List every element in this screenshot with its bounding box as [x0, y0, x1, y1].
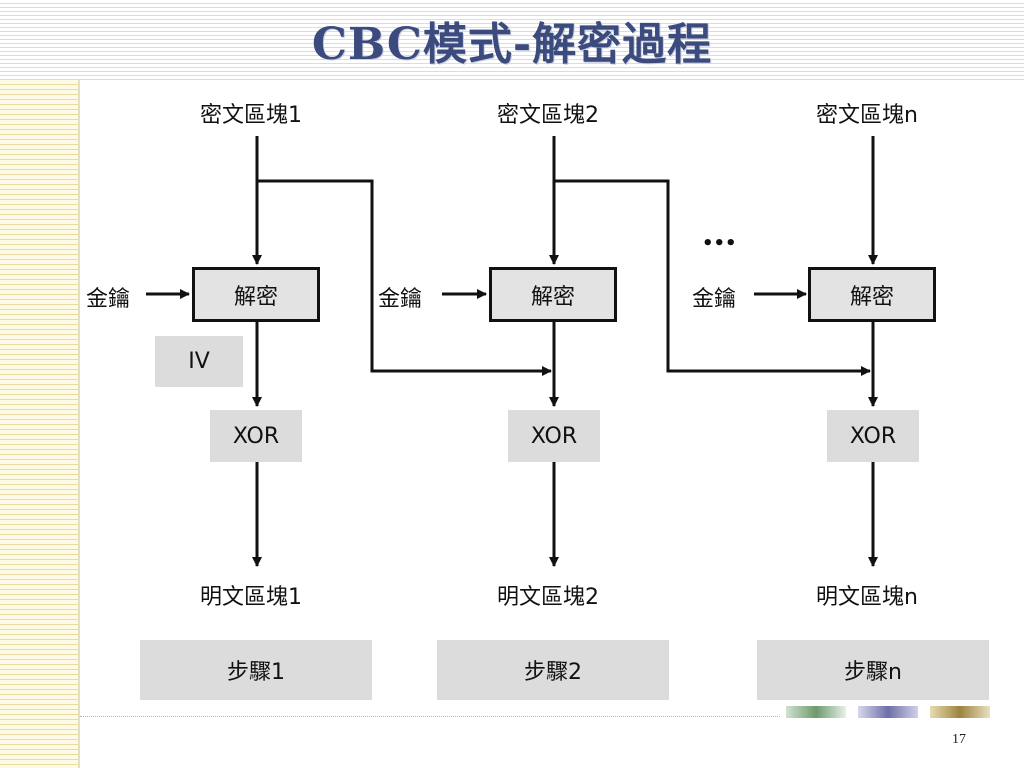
decrypt-box-1: 解密 — [192, 267, 320, 322]
cipher-block-2-label: 密文區塊2 — [497, 103, 599, 128]
step-2-box: 步驟2 — [437, 640, 669, 700]
step-1-label: 步驟1 — [227, 660, 285, 685]
plain-block-2-label: 明文區塊2 — [497, 585, 599, 610]
iv-label: IV — [188, 349, 210, 374]
arrow-cipher2-to-xorn — [554, 179, 871, 376]
step-n-box: 步驟n — [757, 640, 989, 700]
xor-box-1: XOR — [210, 410, 302, 462]
decrypt-box-n: 解密 — [808, 267, 936, 322]
ellipsis-dots: ••• — [702, 233, 737, 254]
footer-thumbnail-3 — [930, 706, 990, 718]
cipher-block-1-label: 密文區塊1 — [200, 103, 302, 128]
xor-box-1-label: XOR — [232, 423, 280, 449]
key-label-1: 金鑰 — [86, 287, 131, 312]
xor-box-n-label: XOR — [849, 423, 897, 449]
key-label-2: 金鑰 — [378, 287, 423, 312]
plain-block-n-label: 明文區塊n — [816, 585, 918, 610]
footer-thumbnail-2 — [858, 706, 918, 718]
step-1-box: 步驟1 — [140, 640, 372, 700]
plain-block-1-label: 明文區塊1 — [200, 585, 302, 610]
decrypt-box-2-label: 解密 — [530, 284, 575, 310]
page-number: 17 — [952, 732, 966, 747]
step-2-label: 步驟2 — [524, 660, 582, 685]
key-label-n: 金鑰 — [692, 287, 737, 312]
xor-box-2-label: XOR — [530, 423, 578, 449]
xor-box-n: XOR — [827, 410, 919, 462]
left-stripe-band — [0, 80, 80, 768]
iv-box: IV — [155, 336, 243, 387]
step-n-label: 步驟n — [844, 660, 902, 685]
xor-box-2: XOR — [508, 410, 600, 462]
slide-title: CBC模式-解密過程 — [311, 19, 713, 70]
header-stripe-band — [0, 0, 1024, 80]
decrypt-box-n-label: 解密 — [849, 284, 894, 310]
footer-thumbnail-1 — [786, 706, 846, 718]
decrypt-box-1-label: 解密 — [233, 284, 278, 310]
arrow-cipher1-to-xor2 — [257, 179, 552, 376]
cipher-block-n-label: 密文區塊n — [816, 103, 918, 128]
decrypt-box-2: 解密 — [489, 267, 617, 322]
footer-divider — [80, 716, 780, 717]
